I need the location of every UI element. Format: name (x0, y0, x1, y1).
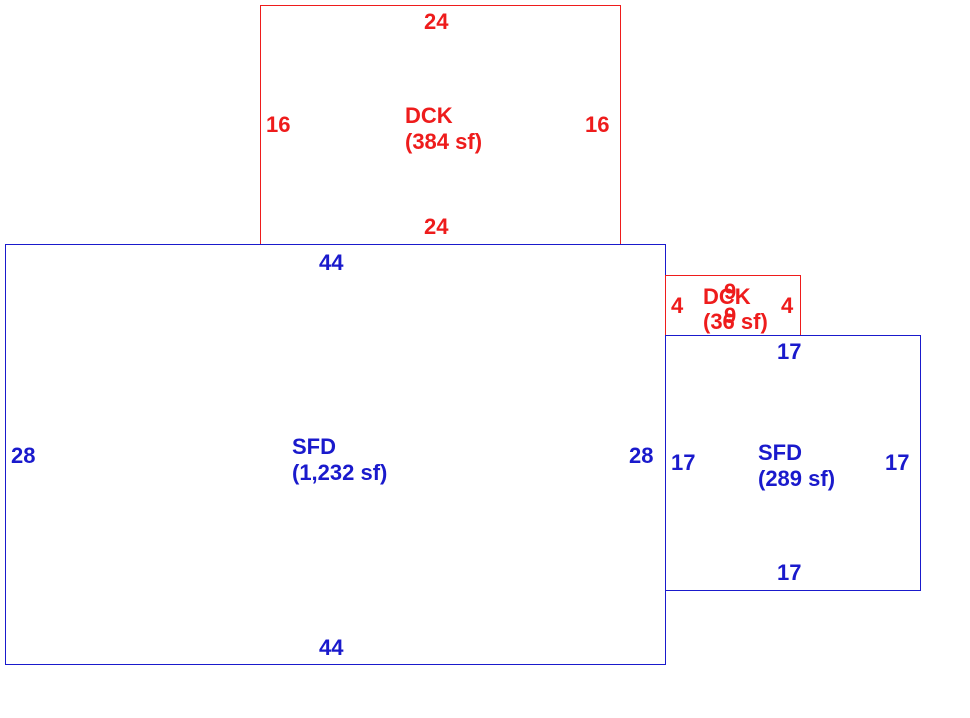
sfd-large-right-dim: 28 (629, 443, 654, 468)
sfd-large-area: (1,232 sf) (292, 460, 388, 485)
dck-small-left-dim: 4 (671, 293, 684, 318)
dck-large-left-dim: 16 (266, 112, 291, 137)
sfd-large-bottom-dim: 44 (319, 635, 344, 660)
dck-small-right-dim: 4 (781, 293, 794, 318)
dck-small-top-dim: 9 (724, 279, 737, 304)
dck-small-area: (36 sf) (703, 309, 768, 334)
sfd-large-top-dim: 44 (319, 250, 344, 275)
sfd-small-bottom-dim: 17 (777, 560, 802, 585)
dck-large-right-dim: 16 (585, 112, 610, 137)
dck-large-area: (384 sf) (405, 129, 483, 154)
sfd-small-code: SFD (758, 440, 802, 465)
dck-large-bottom-dim: 24 (424, 214, 449, 239)
sfd-large-left-dim: 28 (11, 443, 36, 468)
sfd-small-area: (289 sf) (758, 466, 836, 491)
sfd-small-left-dim: 17 (671, 450, 696, 475)
dck-small-bottom-dim: 9 (724, 303, 737, 328)
dck-large-code: DCK (405, 103, 453, 128)
dck-large-top-dim: 24 (424, 9, 449, 34)
sfd-small-outline (665, 335, 921, 591)
dck-small-code: DCK (703, 284, 751, 309)
sfd-small-top-dim: 17 (777, 339, 802, 364)
sfd-small-right-dim: 17 (885, 450, 910, 475)
sfd-large-code: SFD (292, 434, 336, 459)
